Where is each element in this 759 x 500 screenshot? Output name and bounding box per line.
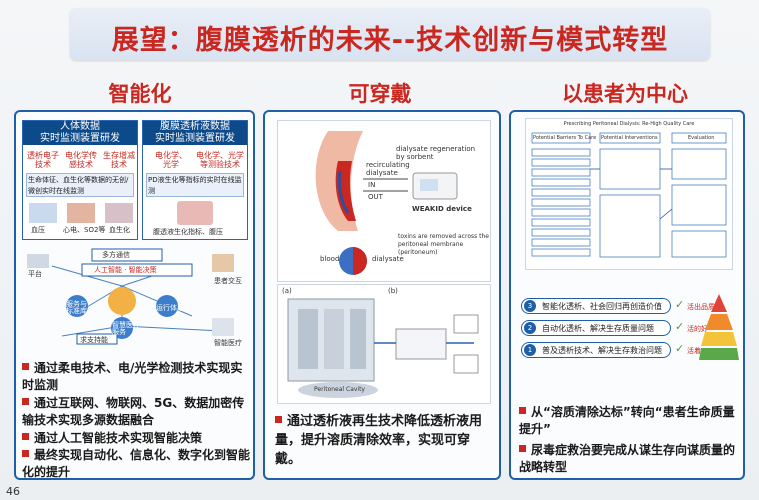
bullet-item: 通过柔电技术、电/光学检测技术实现实时监测	[22, 361, 243, 392]
box1-tag: 透析电子 技术	[27, 151, 59, 169]
label-in: IN	[368, 181, 376, 189]
panel-intelligent: 人体数据 实时监测装置研发 透析电子 技术 电化学传 感技术 生存增减 技术 生…	[14, 110, 255, 480]
level-tag: 活的好	[687, 325, 708, 333]
bullet-item: 从“溶质清除达标”转向“患者生命质量提升”	[519, 405, 735, 436]
diagram-label: 智能医疗	[214, 339, 242, 347]
ecg-photo	[67, 203, 95, 223]
bullet-item: 最终实现自动化、信息化、数字化到智能化的提升	[22, 448, 251, 479]
label-recirculating: recirculating dialysate	[366, 161, 410, 177]
bullet-item: 通过透析液再生技术降低透析液用量，提升溶质清除效率，实现可穿戴。	[275, 414, 483, 467]
level-tag: 活出品质	[687, 303, 715, 311]
icon-caption: 血压	[31, 226, 45, 234]
icon-caption: 心电、SO2等	[63, 226, 106, 234]
label-panel-b: (b)	[388, 287, 398, 295]
label-cavity: Peritoneal Cavity	[314, 386, 365, 393]
box2-caption: 腹透液生化指标、腹压	[153, 228, 223, 236]
label-blood: blood	[320, 255, 340, 263]
flow-label: Potential Barriers To Care	[533, 135, 597, 141]
flow-label: Evaluation	[688, 135, 715, 141]
label-device: WEAKID device	[412, 205, 472, 213]
box2-title-line1: 腹膜透析液数据	[143, 121, 247, 133]
box1-tag: 电化学传 感技术	[65, 151, 97, 169]
bullet-item: 通过互联网、物联网、5G、数据加密传输技术实现多源数据融合	[22, 396, 245, 427]
label-regeneration: dialysate regeneration by sorbent	[396, 145, 476, 161]
box2-tag: 电化学、 光学	[155, 151, 187, 169]
panel-patient-centered: Prescribing Peritoneal Dialysis: Re-High…	[509, 110, 745, 480]
check-icon: ✓	[675, 342, 685, 355]
heading-wearable: 可穿戴	[348, 82, 412, 106]
pd-photo	[177, 201, 213, 225]
check-icon: ✓	[675, 298, 685, 311]
regeneration-schematic: (a) (b) Peritoneal Cavity	[277, 284, 491, 404]
wearable-schematic: dialysate regeneration by sorbent recirc…	[277, 120, 491, 282]
panel-wearable: dialysate regeneration by sorbent recirc…	[263, 110, 501, 480]
check-icon: ✓	[675, 320, 685, 333]
bullet-item: 通过人工智能技术实现智能决策	[22, 430, 250, 447]
label-dialysate: dialysate	[372, 255, 404, 263]
pd-fluid-monitor-box: 腹膜透析液数据 实时监测装置研发 电化学、 光学 电化学、光学 等测验技术 PD…	[142, 120, 248, 240]
label-toxins: toxins are removed across the peritoneal…	[398, 233, 489, 256]
icon-caption: 血生化	[109, 226, 130, 234]
slide-title: 展望：腹膜透析的未来--技术创新与模式转型	[111, 25, 669, 56]
diagram-label: 运行体系	[156, 304, 184, 312]
page-number: 46	[6, 485, 20, 498]
diagram-label: 服务与 标准库	[66, 300, 87, 315]
box1-description: 生命体征、血生化等数据的无创/微创实时在线监测	[26, 173, 134, 197]
body-data-monitor-box: 人体数据 实时监测装置研发 透析电子 技术 电化学传 感技术 生存增减 技术 生…	[22, 120, 138, 240]
box2-tag: 电化学、光学 等测验技术	[196, 151, 244, 169]
care-flowchart: Prescribing Peritoneal Dialysis: Re-High…	[525, 118, 733, 270]
diagram-label: 求支持能	[80, 336, 108, 344]
box2-description: PD液生化等指标的实时在线监测	[146, 173, 244, 197]
diagram-label: 多方通信	[102, 251, 130, 259]
diagram-label: 患者交互	[214, 277, 242, 285]
heading-patient-centered: 以患者为中心	[562, 82, 688, 106]
blood-pressure-photo	[29, 203, 57, 223]
diagram-label: 人工智能 · 智能决策	[94, 266, 157, 274]
blood-chemistry-photo	[105, 203, 133, 223]
box1-title-line1: 人体数据	[23, 121, 137, 133]
box1-tag: 生存增减 技术	[103, 151, 135, 169]
level-tag: 活着	[687, 347, 701, 355]
box2-title-line2: 实时监测装置研发	[143, 133, 247, 145]
label-out: OUT	[368, 193, 383, 201]
diagram-label: 智慧医疗 服务	[112, 321, 140, 336]
box1-title-line2: 实时监测装置研发	[23, 133, 137, 145]
flow-title: Prescribing Peritoneal Dialysis: Re-High…	[563, 121, 695, 127]
flow-label: Potential Interventions	[601, 135, 658, 141]
bullet-item: 尿毒症救治要完成从谋生存向谋质量的战略转型	[519, 443, 736, 474]
heading-intelligent: 智能化	[108, 82, 172, 106]
quality-pyramid	[699, 294, 739, 360]
diagram-label: 平台	[28, 270, 42, 278]
smart-care-network-diagram	[27, 248, 234, 345]
label-panel-a: (a)	[282, 287, 292, 295]
title-band: 展望：腹膜透析的未来--技术创新与模式转型	[70, 8, 710, 60]
